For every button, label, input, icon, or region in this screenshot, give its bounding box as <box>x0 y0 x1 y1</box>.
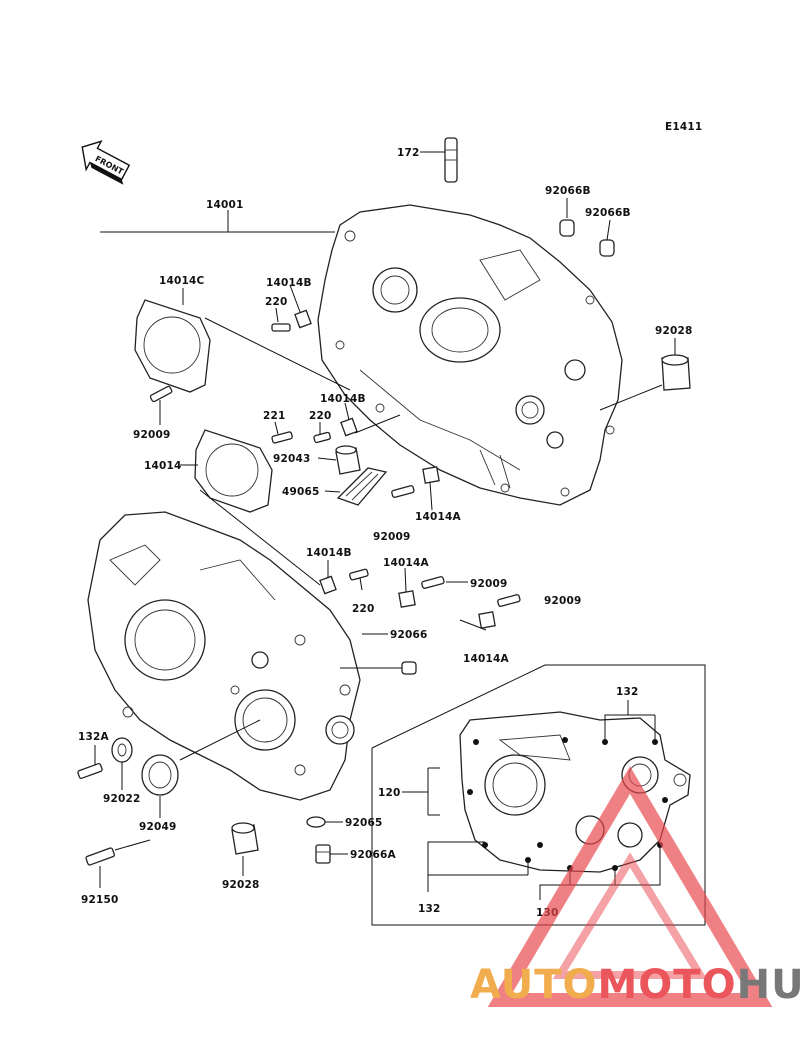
pin-92066 <box>401 661 417 675</box>
label-220-low: 220 <box>352 603 375 615</box>
crankcase-upper <box>317 204 623 506</box>
label-14014c: 14014C <box>159 275 205 287</box>
bolt-92150 <box>85 847 115 866</box>
oil-seal-92049 <box>141 754 179 796</box>
crankcase-lower <box>87 511 361 801</box>
plate-14014a-mid <box>422 466 440 484</box>
label-92009-low2: 92009 <box>544 595 582 607</box>
front-arrow-icon: FRONT <box>81 140 131 185</box>
leader-lines <box>94 151 676 900</box>
bolt-220-low <box>349 568 369 581</box>
diagram-code: E1411 <box>665 121 702 133</box>
label-14014: 14014 <box>144 460 182 472</box>
plate-14014b-top <box>294 309 312 329</box>
label-14014b-top: 14014B <box>266 277 312 289</box>
gasket-14014c <box>134 299 211 393</box>
label-132a: 132A <box>78 731 110 743</box>
washer-92065 <box>306 816 326 828</box>
label-49065: 49065 <box>282 486 320 498</box>
gasket-14014 <box>194 429 273 513</box>
label-92028-low: 92028 <box>222 879 260 891</box>
label-92009-low1: 92009 <box>470 578 508 590</box>
label-14014a-right: 14014A <box>463 653 510 665</box>
label-120: 120 <box>378 787 401 799</box>
label-14014a-mid: 14014A <box>415 511 462 523</box>
label-220-mid: 220 <box>309 410 332 422</box>
label-14001: 14001 <box>206 199 244 211</box>
label-220-top: 220 <box>265 296 288 308</box>
bolt-220-top <box>271 323 291 332</box>
watermark-hub: HUB <box>737 962 800 1008</box>
watermark-moto: MOTO <box>598 962 737 1008</box>
dowel-92066b-1 <box>559 219 575 237</box>
plate-14014b-mid <box>340 417 358 437</box>
washer-92022 <box>111 737 133 763</box>
watermark-auto: AUTO <box>470 962 598 1008</box>
label-132-top: 132 <box>616 686 639 698</box>
label-92022: 92022 <box>103 793 141 805</box>
collar-92043 <box>335 445 361 475</box>
label-92009-left: 92009 <box>133 429 171 441</box>
bolt-132a <box>77 763 103 779</box>
bolt-221 <box>271 431 293 444</box>
label-92066b-1: 92066B <box>545 185 591 197</box>
label-92028-right: 92028 <box>655 325 693 337</box>
plate-49065 <box>336 467 388 506</box>
plate-14014b-low <box>319 575 337 595</box>
bolt-92009-low2 <box>497 594 521 607</box>
stud-172 <box>444 137 458 183</box>
label-14014a-low: 14014A <box>383 557 430 569</box>
label-172: 172 <box>397 147 420 159</box>
label-92043: 92043 <box>273 453 311 465</box>
bushing-92028-right <box>661 354 691 391</box>
label-92065: 92065 <box>345 817 383 829</box>
plug-92066a <box>315 844 331 864</box>
label-14014b-low: 14014B <box>306 547 352 559</box>
plate-14014a-low <box>398 590 416 608</box>
label-92066a: 92066A <box>350 849 397 861</box>
dowel-92066b-2 <box>599 239 615 257</box>
label-92009-mid: 92009 <box>373 531 411 543</box>
bolt-92009-mid <box>391 485 415 498</box>
label-92150: 92150 <box>81 894 119 906</box>
plate-14014a-right <box>478 611 496 629</box>
warning-triangle-icon <box>487 766 773 1007</box>
bushing-92028-low <box>231 822 259 855</box>
watermark-logo: AUTOMOTOHUB <box>470 766 800 1008</box>
inset-frame <box>371 664 706 926</box>
watermark-text: AUTOMOTOHUB <box>470 962 800 1008</box>
bolt-92009-left <box>149 385 173 403</box>
label-92066b-2: 92066B <box>585 207 631 219</box>
label-132-bottom: 132 <box>418 903 441 915</box>
label-92049: 92049 <box>139 821 177 833</box>
label-92066: 92066 <box>390 629 428 641</box>
label-14014b-mid: 14014B <box>320 393 366 405</box>
label-221: 221 <box>263 410 286 422</box>
bolt-220-mid <box>313 431 331 444</box>
bolt-92009-low1 <box>421 576 445 589</box>
crankcase-bottom-view <box>459 711 691 873</box>
